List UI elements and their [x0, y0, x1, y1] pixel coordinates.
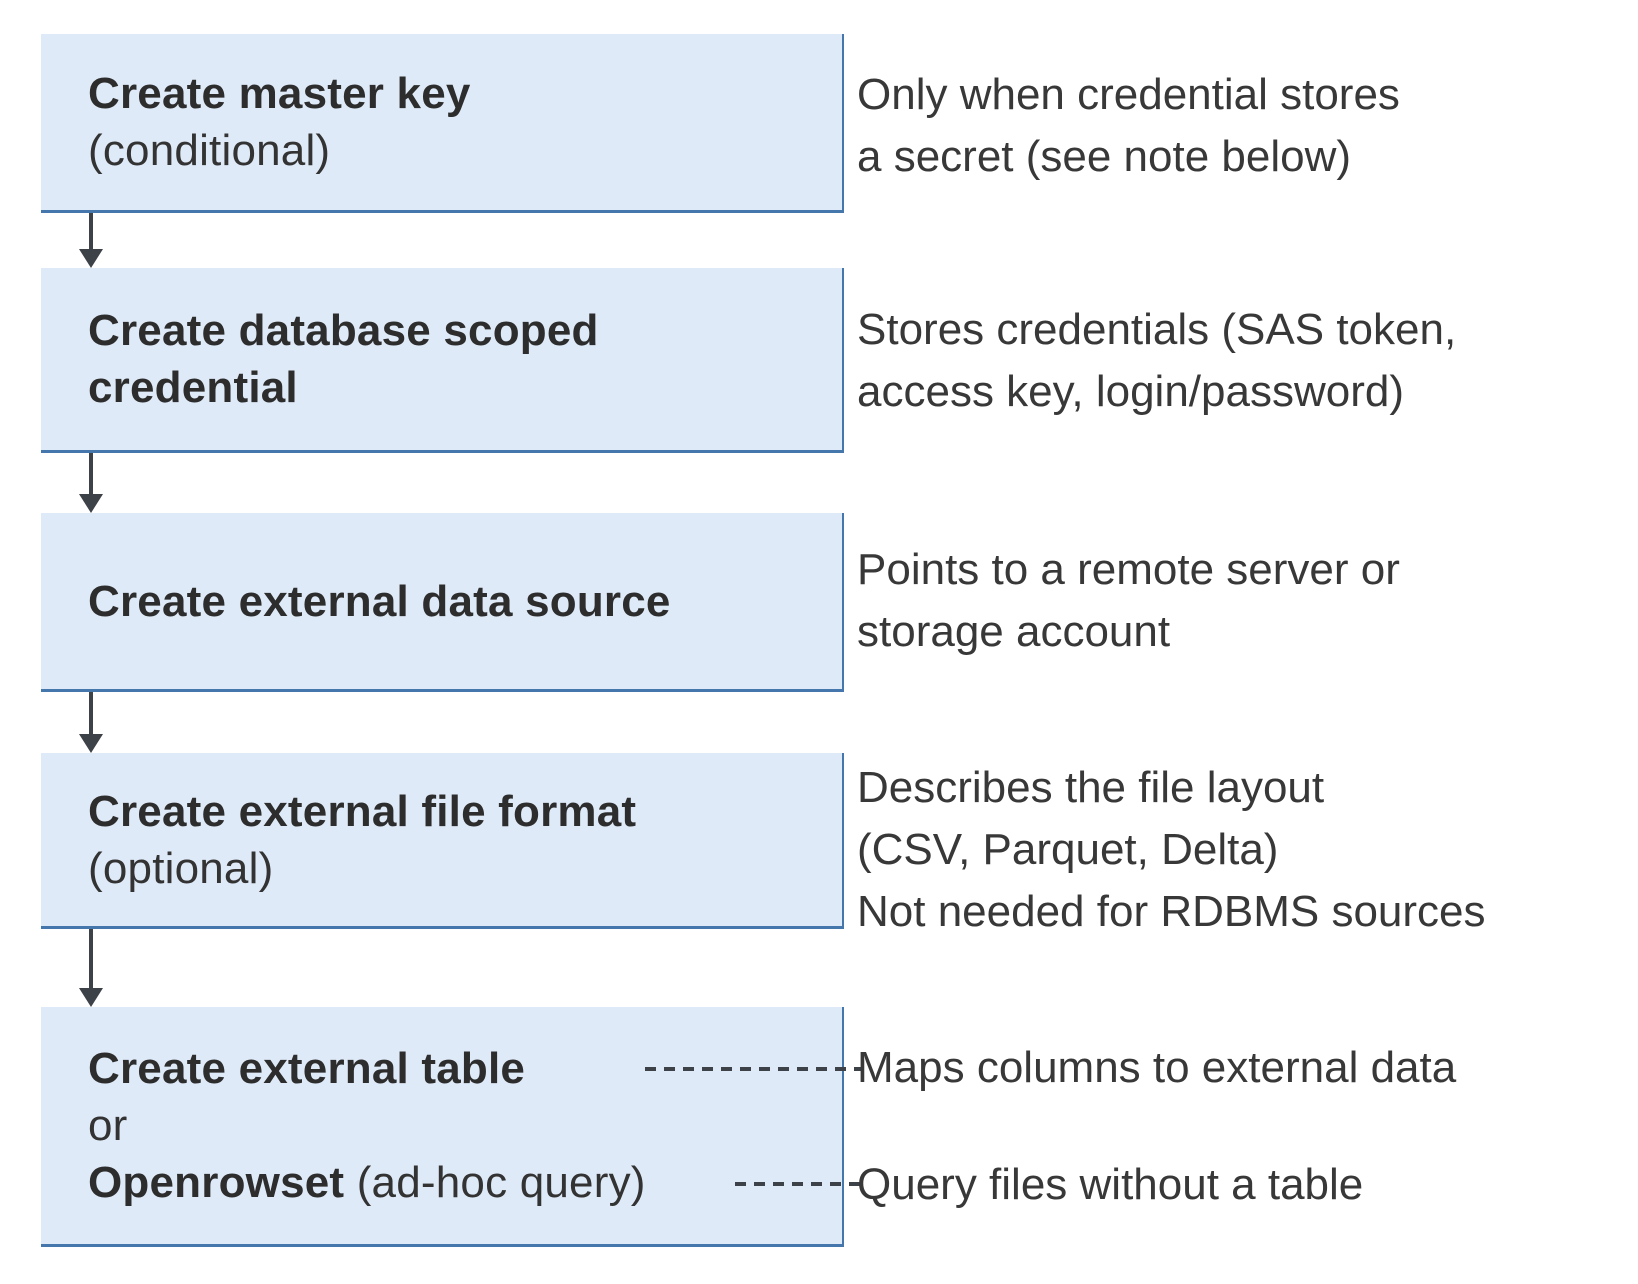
- note-external-data-source: Points to a remote server or storage acc…: [857, 539, 1400, 663]
- arrow-head: [79, 249, 103, 268]
- step-subtitle: (optional): [88, 843, 274, 893]
- arrow-stem: [89, 929, 93, 988]
- arrow-stem: [89, 453, 93, 494]
- step-subtitle: (conditional): [88, 126, 331, 175]
- arrow-down-icon: [79, 692, 103, 753]
- note-line: Describes the file layout: [857, 763, 1325, 812]
- step-box-create-external-table-or-openrowset: Create external table or Openrowset (ad-…: [41, 1007, 844, 1247]
- step-or-label: or: [88, 1101, 128, 1150]
- step-alt-title: Openrowset: [88, 1158, 345, 1207]
- step-title: Create master key: [88, 69, 471, 118]
- step-title: Create database scoped credential: [88, 306, 599, 412]
- arrow-stem: [89, 213, 93, 249]
- step-box-create-external-data-source: Create external data source: [41, 513, 844, 692]
- note-external-table: Maps columns to external data: [857, 1037, 1456, 1099]
- arrow-head: [79, 988, 103, 1007]
- arrow-down-icon: [79, 213, 103, 268]
- note-line: storage account: [857, 607, 1171, 656]
- step-title: Create external file format: [88, 786, 637, 836]
- step-alt-title-line: Openrowset (ad-hoc query): [88, 1154, 802, 1211]
- step-box-create-external-file-format: Create external file format (optional): [41, 753, 844, 929]
- note-line: Maps columns to external data: [857, 1043, 1457, 1092]
- note-line: Points to a remote server or: [857, 545, 1400, 594]
- arrow-head: [79, 494, 103, 513]
- step-title: Create external data source: [88, 576, 671, 626]
- step-alt-suffix: (ad-hoc query): [344, 1158, 646, 1207]
- note-openrowset: Query files without a table: [857, 1154, 1363, 1216]
- note-line: Stores credentials (SAS token,: [857, 305, 1457, 354]
- note-external-file-format: Describes the file layout (CSV, Parquet,…: [857, 757, 1486, 943]
- note-line: a secret (see note below): [857, 132, 1352, 181]
- note-master-key: Only when credential stores a secret (se…: [857, 64, 1400, 188]
- note-line: (CSV, Parquet, Delta): [857, 825, 1279, 874]
- note-line: Query files without a table: [857, 1160, 1364, 1209]
- arrow-down-icon: [79, 453, 103, 513]
- dashed-connector: [645, 1067, 863, 1071]
- note-line: Not needed for RDBMS sources: [857, 887, 1486, 936]
- note-line: Only when credential stores: [857, 70, 1400, 119]
- arrow-head: [79, 734, 103, 753]
- step-box-create-master-key: Create master key (conditional): [41, 34, 844, 213]
- note-database-scoped-credential: Stores credentials (SAS token, access ke…: [857, 299, 1456, 423]
- arrow-down-icon: [79, 929, 103, 1007]
- dashed-connector: [735, 1182, 863, 1186]
- step-title: Create external table: [88, 1044, 526, 1093]
- note-line: access key, login/password): [857, 367, 1404, 416]
- arrow-stem: [89, 692, 93, 734]
- step-box-create-database-scoped-credential: Create database scoped credential: [41, 268, 844, 453]
